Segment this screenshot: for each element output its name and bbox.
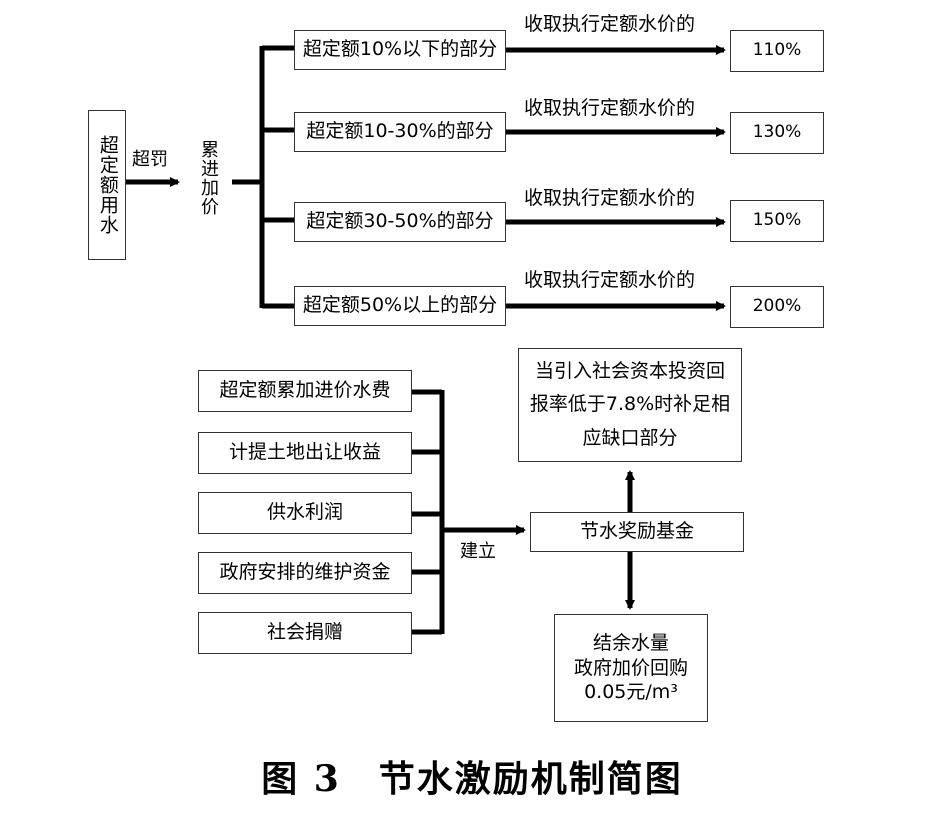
source-box: 超定额用水 <box>88 110 126 260</box>
tier-rate-box: 110% <box>730 30 824 72</box>
penalty-label: 超罚 <box>132 149 168 170</box>
source-box-label: 超定额用水 <box>96 135 119 235</box>
fund-source-box: 政府安排的维护资金 <box>198 552 412 594</box>
water-saving-fund-box: 节水奖励基金 <box>530 512 744 552</box>
fund-source-box: 供水利润 <box>198 492 412 534</box>
tier-range-box: 超定额30-50%的部分 <box>294 202 506 242</box>
tier-rate-box: 200% <box>730 286 824 328</box>
tier-range-box: 超定额50%以上的部分 <box>294 286 506 326</box>
fund-source-box: 超定额累加进价水费 <box>198 370 412 412</box>
tier-action-label: 收取执行定额水价的 <box>524 269 696 291</box>
fund-source-box: 计提土地出让收益 <box>198 432 412 474</box>
investment-compensation-box: 当引入社会资本投资回 报率低于7.8%时补足相 应缺口部分 <box>518 348 742 462</box>
progressive-label: 累进加价 <box>198 140 219 216</box>
tier-rate-box: 130% <box>730 112 824 154</box>
figure-caption: 图 3 节水激励机制简图 <box>261 758 683 800</box>
tier-action-label: 收取执行定额水价的 <box>524 97 696 119</box>
establish-label: 建立 <box>460 541 496 562</box>
tier-rate-box: 150% <box>730 200 824 242</box>
fund-source-box: 社会捐赠 <box>198 612 412 654</box>
tier-range-box: 超定额10-30%的部分 <box>294 112 506 152</box>
tier-action-label: 收取执行定额水价的 <box>524 187 696 209</box>
tier-action-label: 收取执行定额水价的 <box>524 13 696 35</box>
buyback-box: 结余水量 政府加价回购 0.05元/m³ <box>554 614 708 722</box>
tier-range-box: 超定额10%以下的部分 <box>294 30 506 70</box>
